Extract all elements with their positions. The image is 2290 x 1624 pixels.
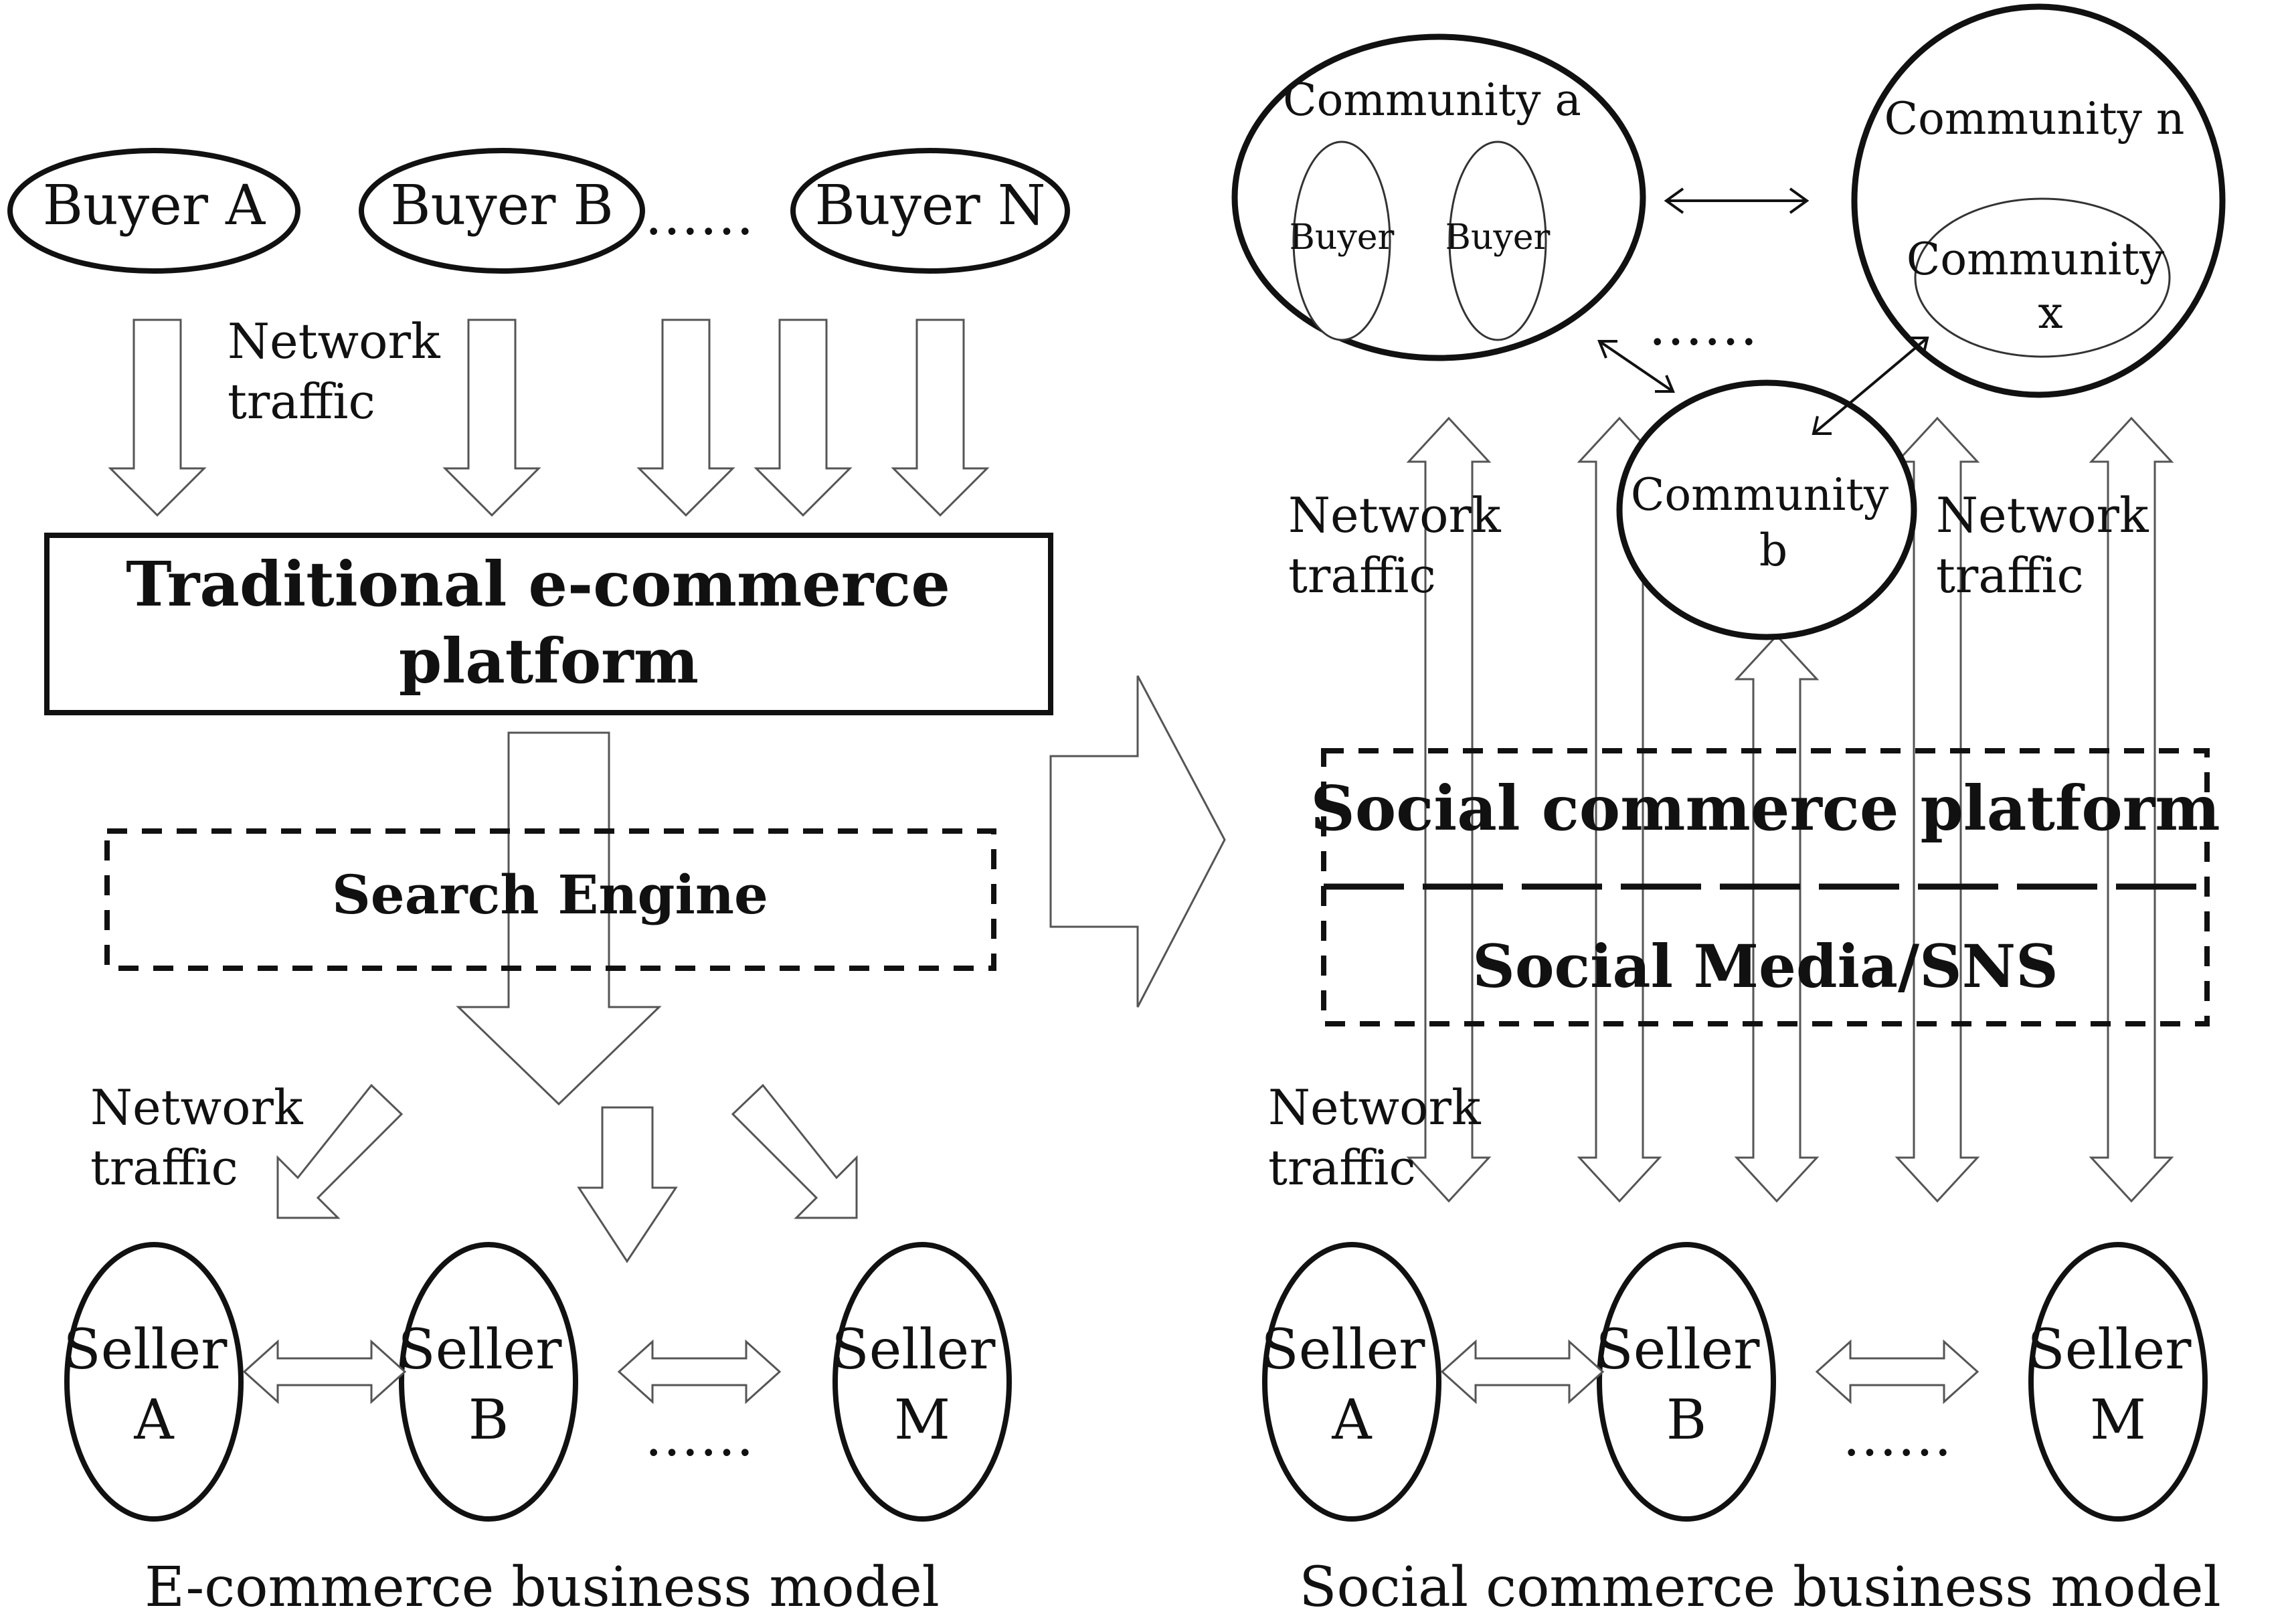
buyer-a-label: Buyer A	[43, 174, 266, 238]
community-x-node	[1914, 197, 2171, 358]
arrowhead	[1812, 416, 1832, 435]
diagonal-arrow-left	[276, 1083, 404, 1219]
seller-a-node	[64, 1242, 244, 1522]
ecommerce-model: Buyer A Buyer B …… Buyer N Network traff…	[7, 148, 1070, 1619]
buyer-label-left: Buyer	[1290, 217, 1395, 258]
double-arrow-sellers	[242, 1339, 407, 1405]
seller-b-node	[399, 1242, 578, 1522]
vertical-double-arrow	[1406, 416, 1492, 1203]
social-commerce-model: Community a Buyer Buyer Community n Comm…	[1231, 3, 2226, 1619]
communities-ellipsis: ……	[1648, 294, 1758, 358]
down-arrow-center	[577, 1106, 678, 1263]
down-arrow	[891, 319, 990, 517]
social-seller-b-node	[1597, 1242, 1776, 1522]
connector-arrow-a-b	[1598, 340, 1674, 393]
traditional-platform-label: Traditional e-commerce platform	[126, 548, 972, 697]
big-down-arrow	[456, 731, 662, 1106]
double-arrow-social-sellers	[1440, 1339, 1605, 1405]
seller-a-label: Seller A	[64, 1318, 245, 1452]
social-seller-m-node	[2028, 1242, 2208, 1522]
vertical-double-arrow	[1734, 634, 1820, 1203]
arrowhead	[1664, 187, 1684, 214]
buyer-node-left	[1292, 141, 1391, 341]
social-platform-label: Social commerce platform	[1310, 772, 2220, 844]
buyer-label-right: Buyer	[1445, 217, 1551, 258]
double-arrow-sellers	[617, 1339, 782, 1405]
traditional-platform-box	[44, 533, 1053, 715]
seller-b-label: Seller B	[398, 1318, 580, 1452]
buyer-n-label: Buyer N	[815, 174, 1046, 238]
social-media-label: Social Media/SNS	[1472, 931, 2058, 1001]
buyer-a-node	[7, 148, 300, 274]
buyers-ellipsis: ……	[644, 184, 754, 248]
connector-arrow-b-x	[1812, 337, 1929, 435]
community-n-label: Community n	[1884, 93, 2185, 145]
social-commerce-caption: Social commerce business model	[1299, 1556, 2220, 1619]
arrowhead	[1909, 337, 1929, 356]
sellers-ellipsis-right: ……	[1842, 1405, 1952, 1469]
seller-m-label: Seller M	[832, 1318, 1013, 1452]
down-arrow	[108, 319, 207, 517]
social-seller-a-label: Seller A	[1261, 1318, 1443, 1452]
diagonal-arrow-right	[731, 1083, 858, 1219]
buyer-b-label: Buyer B	[390, 174, 613, 238]
network-traffic-label-mid-right: Network traffic	[1936, 487, 2164, 604]
arrowhead	[1789, 187, 1810, 214]
arrowhead	[1655, 375, 1675, 393]
buyer-b-node	[359, 148, 645, 274]
network-traffic-label-mid-left: Network traffic	[1288, 487, 1516, 604]
ecommerce-caption: E-commerce business model	[145, 1556, 940, 1619]
community-b-node	[1616, 379, 1917, 640]
sellers-ellipsis-left: ……	[644, 1405, 754, 1469]
buyer-n-node	[790, 148, 1070, 274]
down-arrow	[442, 319, 541, 517]
vertical-double-arrow	[2089, 416, 2174, 1203]
community-a-label: Community a	[1283, 74, 1581, 126]
search-engine-label: Search Engine	[332, 863, 768, 926]
social-seller-b-label: Seller B	[1596, 1318, 1777, 1452]
network-traffic-label-bottom-left: Network traffic	[90, 1079, 318, 1196]
arrowhead	[1597, 340, 1617, 359]
social-seller-m-label: Seller M	[2028, 1318, 2209, 1452]
down-arrow	[636, 319, 735, 517]
down-arrow	[754, 319, 853, 517]
network-traffic-label-bottom-right: Network traffic	[1268, 1079, 1496, 1196]
vertical-double-arrow	[1895, 416, 1980, 1203]
double-arrow-social-sellers	[1815, 1339, 1979, 1405]
network-traffic-label-top-left: Network traffic	[228, 313, 455, 430]
transition-arrow	[1049, 675, 1226, 1008]
buyer-node-right	[1448, 141, 1547, 341]
community-b-label: Community b	[1631, 469, 1903, 576]
search-engine-box	[104, 828, 996, 971]
seller-m-node	[832, 1242, 1012, 1522]
community-x-label: Community x	[1907, 234, 2178, 339]
social-seller-a-node	[1262, 1242, 1441, 1522]
